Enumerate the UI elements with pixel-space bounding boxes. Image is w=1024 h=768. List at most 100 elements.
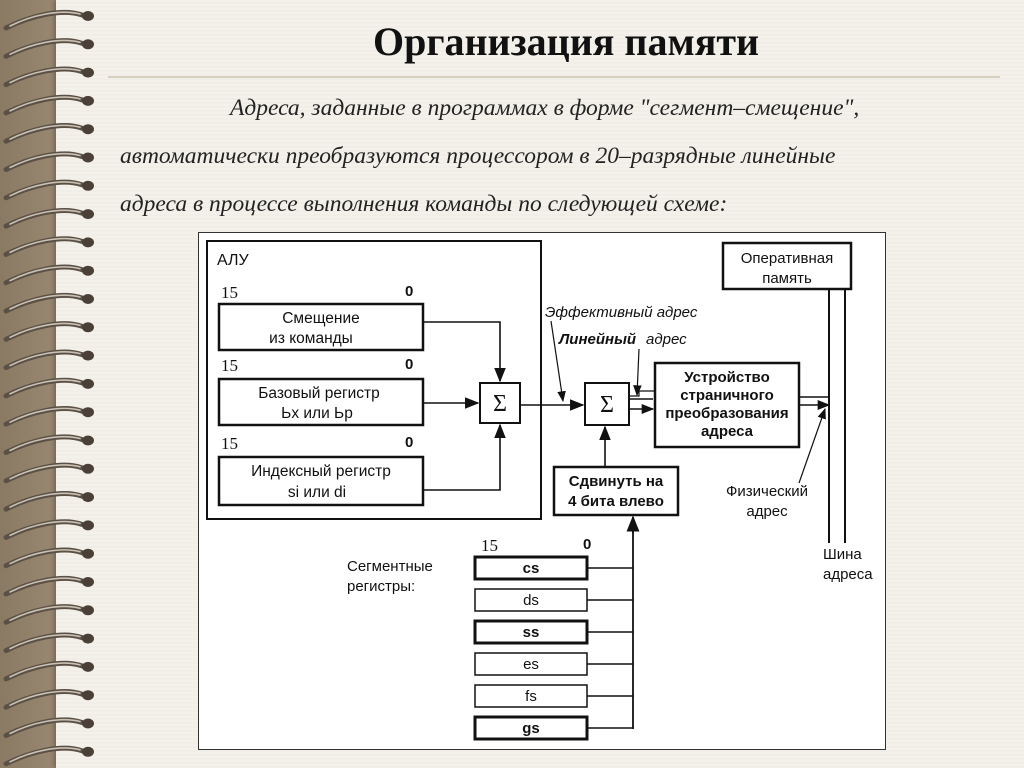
- linear-address-label-bold: Линейный: [558, 331, 636, 348]
- spiral-ring-highlight: [9, 294, 81, 310]
- spiral-ring-highlight: [9, 68, 81, 84]
- offset-bit-low: 0: [405, 283, 413, 300]
- spiral-ring-highlight: [9, 435, 81, 452]
- wire-bypass-top: [629, 390, 655, 397]
- spiral-hole: [82, 633, 94, 644]
- spiral-ring-highlight: [9, 379, 81, 395]
- spiral-hole: [82, 520, 94, 531]
- spiral-ring-highlight: [9, 96, 81, 112]
- paging-unit-line4: адреса: [701, 423, 754, 440]
- base-bit-low: 0: [405, 356, 413, 373]
- adder-2-symbol: Σ: [600, 392, 614, 418]
- spiral-hole: [82, 407, 94, 418]
- slide-title: Организация памяти: [372, 19, 760, 64]
- base-bit-high: 15: [221, 356, 238, 375]
- shift-box: [552, 465, 680, 517]
- effective-address-label: Эффективный адрес: [545, 304, 698, 321]
- segment-registers-line1: Сегментные: [347, 558, 433, 575]
- offset-register-box: [217, 302, 425, 352]
- spiral-hole: [82, 322, 94, 333]
- spiral-ring-highlight: [9, 351, 81, 367]
- paging-unit-line3: преобразования: [665, 405, 788, 422]
- ram-line1: Оперативная: [741, 250, 833, 267]
- spiral-hole: [82, 209, 94, 220]
- segment-register-cs-label: cs: [523, 560, 540, 577]
- paging-unit-box: [653, 361, 801, 449]
- shift-box-line2: 4 бита влево: [568, 493, 664, 510]
- intro-paragraph: Адреса, заданные в программах в форме "с…: [120, 84, 1000, 228]
- spiral-hole: [82, 11, 94, 21]
- spiral-hole: [82, 661, 94, 672]
- base-register-box: [217, 377, 425, 427]
- index-register-line2: si или di: [288, 484, 346, 501]
- spiral-ring-highlight: [9, 520, 81, 537]
- spiral-hole: [82, 67, 94, 78]
- spiral-ring-highlight: [9, 747, 81, 763]
- alu-block: [206, 240, 542, 520]
- spiral-hole: [82, 95, 94, 106]
- spiral-hole: [82, 152, 94, 163]
- spiral-hole: [82, 718, 94, 729]
- alu-label: АЛУ: [217, 252, 250, 269]
- linear-address-pointer: [633, 348, 642, 397]
- spiral-hole: [82, 492, 94, 503]
- segment-bit-high: 15: [481, 536, 498, 555]
- spiral-ring-highlight: [9, 605, 81, 622]
- paging-unit-line1: Устройство: [684, 369, 770, 386]
- adder-1-symbol: Σ: [493, 391, 507, 417]
- offset-register-line2: из команды: [269, 330, 353, 347]
- spiral-ring-highlight: [9, 322, 81, 339]
- address-bus-line1: Шина: [823, 546, 862, 563]
- spiral-hole: [82, 237, 94, 248]
- base-register-line1: Базовый регистр: [258, 385, 380, 402]
- offset-bit-high: 15: [221, 283, 238, 302]
- address-translation-diagram: АЛУ 15 0 Смещение из команды 15 0 Базовы…: [198, 232, 886, 750]
- spiral-ring-highlight: [9, 237, 81, 254]
- spiral-ring-highlight: [9, 152, 81, 169]
- linear-address-label-rest: адрес: [646, 331, 687, 348]
- wire-offset-to-adder: [423, 321, 506, 383]
- index-bit-low: 0: [405, 434, 413, 451]
- spiral-ring-highlight: [9, 662, 81, 678]
- index-register-line1: Индексный регистр: [251, 463, 391, 480]
- offset-register-line1: Смещение: [282, 310, 360, 327]
- spiral-ring-highlight: [9, 181, 81, 197]
- spiral-hole: [82, 577, 94, 587]
- shift-box-line1: Сдвинуть на: [569, 473, 664, 490]
- spiral-hole: [82, 548, 94, 559]
- paragraph-line-3: адреса в процессе выполнения команды по …: [120, 191, 728, 217]
- spiral-hole: [82, 265, 94, 276]
- wire-index-to-adder: [423, 423, 506, 491]
- effective-address-pointer: [550, 320, 566, 403]
- physical-address-pointer: [798, 407, 826, 484]
- address-bus-line2: адреса: [823, 566, 873, 583]
- paragraph-line-2: автоматически преобразуются процессором …: [120, 143, 836, 169]
- adder-1: [479, 382, 521, 424]
- spiral-hole: [82, 378, 94, 389]
- spiral-ring-highlight: [9, 577, 81, 593]
- spiral-hole: [82, 350, 94, 361]
- spiral-hole: [82, 124, 94, 135]
- segment-register-fs-label: fs: [525, 688, 537, 705]
- spiral-ring-highlight: [9, 464, 81, 480]
- segment-register-gs-label: gs: [522, 720, 540, 737]
- spiral-hole: [82, 690, 94, 701]
- ram-line2: память: [762, 270, 812, 287]
- spiral-hole: [82, 435, 94, 446]
- spiral-ring-highlight: [9, 634, 81, 650]
- segment-registers-line2: регистры:: [347, 578, 415, 595]
- spiral-hole: [82, 294, 94, 304]
- spiral-ring-highlight: [9, 266, 81, 282]
- segment-register-ds-label: ds: [523, 592, 539, 609]
- adder-2: [584, 382, 630, 426]
- index-register-box: [217, 455, 425, 507]
- spiral-hole: [82, 39, 94, 50]
- notebook-spirals: [3, 9, 94, 767]
- base-register-line2: Ьх или Ьр: [281, 405, 353, 422]
- spiral-ring-highlight: [9, 718, 81, 735]
- spiral-hole: [82, 463, 94, 474]
- spiral-ring-highlight: [9, 690, 81, 706]
- spiral-ring-highlight: [9, 11, 81, 27]
- segment-register-ss-label: ss: [523, 624, 540, 641]
